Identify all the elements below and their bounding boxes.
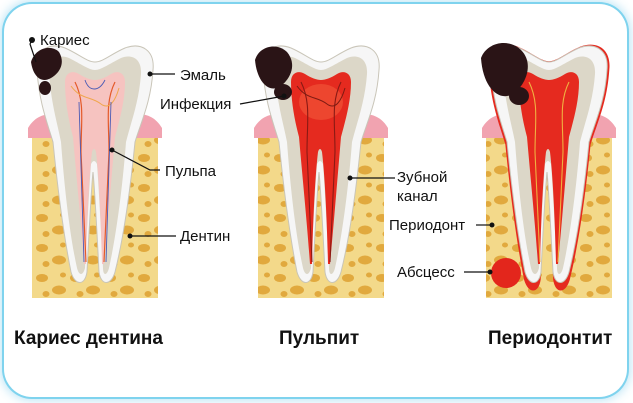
caption-stage2: Пульпит — [279, 328, 359, 349]
label-enamel: Эмаль — [180, 67, 226, 84]
stage3-tooth — [481, 43, 616, 298]
label-root-canal-2: канал — [397, 188, 438, 205]
caption-stage1: Кариес дентина — [14, 328, 163, 349]
caption-stage3: Периодонтит — [488, 328, 612, 349]
stage2-tooth — [254, 45, 388, 298]
label-pulp: Пульпа — [165, 163, 217, 180]
label-dentin: Дентин — [180, 228, 230, 245]
label-root-canal-1: Зубной — [397, 169, 447, 186]
label-infection: Инфекция — [160, 96, 231, 113]
label-periodontium: Периодонт — [389, 217, 465, 234]
stage1-tooth — [28, 45, 162, 298]
abscess — [491, 258, 521, 288]
label-caries: Кариес — [40, 32, 90, 49]
caries-spot — [31, 47, 62, 81]
infection-spot — [255, 46, 293, 89]
label-abscess: Абсцесс — [397, 264, 455, 281]
